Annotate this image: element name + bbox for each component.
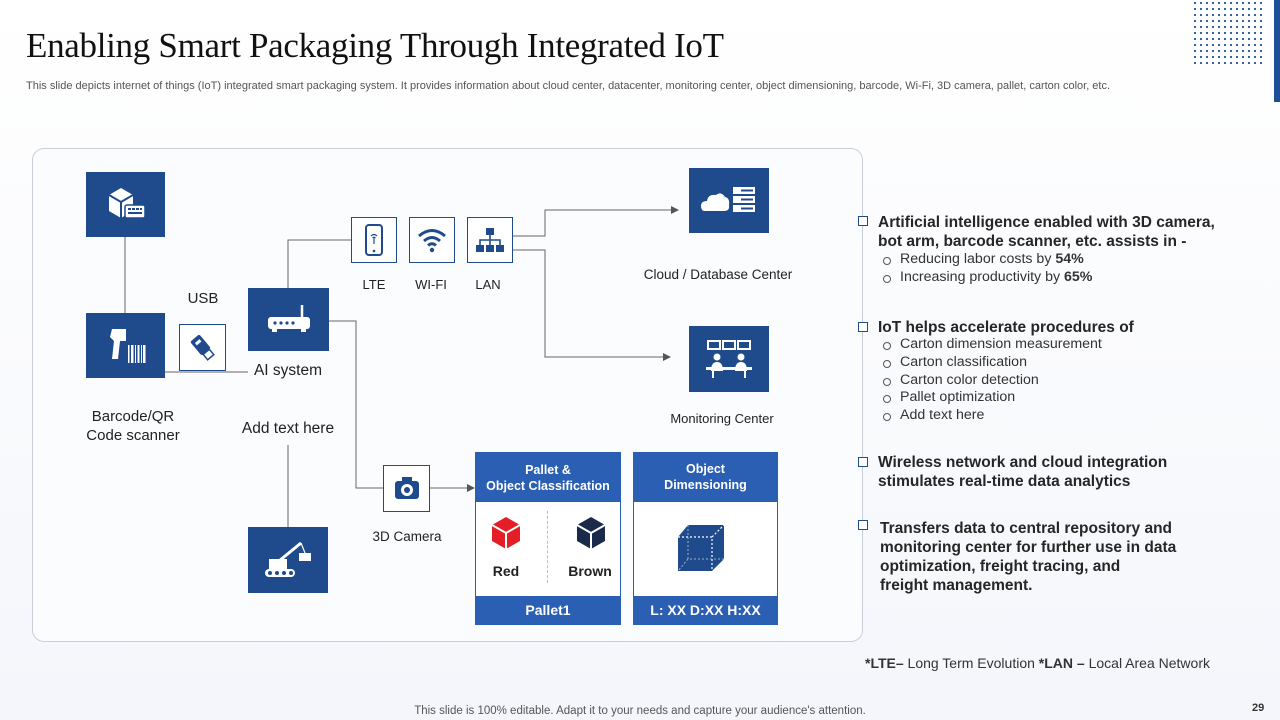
- bullet-1-sub-2: Increasing productivity by 65%: [882, 269, 1093, 285]
- lan-icon-box: [467, 217, 513, 263]
- barcode-label: Barcode/QR Code scanner: [70, 407, 196, 445]
- pallet-card-title-line1: Pallet &: [525, 463, 571, 477]
- usb-drive-icon: [190, 334, 215, 361]
- bullet-2-sub-4: Pallet optimization: [882, 389, 1016, 405]
- add-text-label: Add text here: [241, 420, 335, 437]
- page-number: 29: [1252, 702, 1265, 714]
- usb-icon-box: [179, 324, 226, 371]
- footnote-lte-abbr: *LTE–: [865, 655, 904, 671]
- crane-truck-icon: [265, 541, 311, 577]
- object-dimensioning-card: Object Dimensioning L: XX D:XX H:XX: [633, 452, 778, 625]
- camera-icon-box: [383, 465, 430, 512]
- wifi-icon-box: [409, 217, 455, 263]
- bullet-2-sub-2: Carton classification: [883, 354, 1027, 370]
- pallet-classification-card: Pallet & Object Classification Red Brown…: [475, 452, 621, 625]
- bullet-4-line3: optimization, freight tracing, and: [880, 558, 1121, 575]
- line-ai-camera: [329, 320, 383, 489]
- bullet-1-heading: Artificial intelligence enabled with 3D …: [878, 213, 1215, 251]
- package-icon: [107, 187, 146, 219]
- line-lan-cloud: [513, 206, 679, 237]
- decorative-corner-bar: [1274, 0, 1280, 102]
- object-card-title-line2: Dimensioning: [664, 478, 747, 492]
- brown-cube-icon: [576, 517, 606, 549]
- bullet-1-line1: Artificial intelligence enabled with 3D …: [878, 214, 1215, 231]
- bullet-square-3: [858, 457, 868, 467]
- object-card-header: Object Dimensioning: [634, 453, 777, 502]
- usb-label: USB: [187, 290, 219, 307]
- pallet-card-header: Pallet & Object Classification: [476, 453, 620, 502]
- cloud-label: Cloud / Database Center: [643, 267, 793, 282]
- bullet-1-line2: bot arm, barcode scanner, etc. assists i…: [878, 233, 1187, 250]
- pallet-card-divider: [547, 511, 548, 583]
- footnote-lan-text: Local Area Network: [1084, 655, 1210, 671]
- crane-icon-box: [248, 527, 328, 593]
- object-card-footer: L: XX D:XX H:XX: [634, 596, 777, 624]
- pallet-card-title-line2: Object Classification: [486, 479, 610, 493]
- object-card-title-line1: Object: [686, 462, 725, 476]
- ai-system-icon-box: [248, 288, 329, 351]
- router-icon: [267, 304, 310, 332]
- line-ai-lte: [287, 239, 351, 288]
- bullet-4-line1: Transfers data to central repository and: [880, 520, 1173, 537]
- cube-dimension-icon: [677, 524, 725, 572]
- bullet-2-sub-1: Carton dimension measurement: [883, 336, 1102, 352]
- monitoring-icon-box: [689, 326, 769, 392]
- bullet-4-line2: monitoring center for further use in dat…: [880, 539, 1177, 556]
- network-topology-icon: [476, 228, 504, 252]
- lte-icon-box: [351, 217, 397, 263]
- bullet-3-heading: Wireless network and cloud integration s…: [878, 453, 1167, 491]
- bullet-3-line2: stimulates real-time data analytics: [878, 473, 1131, 490]
- bullet-1-sub-1: Reducing labor costs by 54%: [883, 251, 1084, 267]
- decorative-dot-grid: [1192, 0, 1266, 66]
- cloud-server-icon: [701, 186, 755, 212]
- wifi-label: WI-FI: [415, 277, 447, 292]
- bullet-4-heading: Transfers data to central repository and…: [880, 519, 1176, 595]
- lte-label: LTE: [362, 277, 386, 292]
- bullet-2-sub-5: Add text here: [882, 407, 985, 423]
- monitoring-label: Monitoring Center: [670, 411, 774, 426]
- bullet-3-line1: Wireless network and cloud integration: [878, 454, 1168, 471]
- footnote-lte-text: Long Term Evolution: [903, 655, 1039, 671]
- camera-3d-icon: [394, 476, 419, 499]
- footnote-lan-abbr: *LAN –: [1038, 655, 1085, 671]
- ai-system-label: AI system: [253, 362, 323, 379]
- camera-label: 3D Camera: [372, 529, 442, 544]
- barcode-scanner-icon: [109, 328, 145, 363]
- barcode-label-line1: Barcode/QR: [91, 408, 175, 425]
- line-lan-monitoring: [513, 249, 671, 361]
- pallet-card-footer: Pallet1: [476, 596, 620, 624]
- page-title: Enabling Smart Packaging Through Integra…: [26, 26, 724, 65]
- page-subtitle: This slide depicts internet of things (I…: [26, 80, 1111, 92]
- package-scanner-icon-box: [86, 172, 165, 237]
- bullet-square-4: [858, 520, 868, 530]
- barcode-label-line2: Code scanner: [86, 427, 180, 444]
- slide-footer: This slide is 100% editable. Adapt it to…: [414, 705, 866, 717]
- lan-label: LAN: [475, 277, 501, 292]
- cloud-icon-box: [689, 168, 769, 233]
- bullet-square-1: [858, 216, 868, 226]
- mobile-phone-icon: [365, 224, 383, 256]
- bullet-2-sub-3: Carton color detection: [883, 372, 1039, 388]
- bullet-2-heading: IoT helps accelerate procedures of: [878, 319, 1134, 336]
- barcode-scanner-icon-box: [86, 313, 165, 378]
- abbreviation-footnote: *LTE– Long Term Evolution *LAN – Local A…: [865, 655, 1210, 671]
- bullet-4-line4: freight management.: [880, 577, 1033, 594]
- monitoring-desk-icon: [706, 340, 752, 378]
- bullet-square-2: [858, 322, 868, 332]
- red-label: Red: [492, 563, 520, 579]
- wifi-icon: [418, 229, 446, 253]
- brown-label: Brown: [568, 563, 612, 579]
- red-cube-icon: [491, 517, 521, 549]
